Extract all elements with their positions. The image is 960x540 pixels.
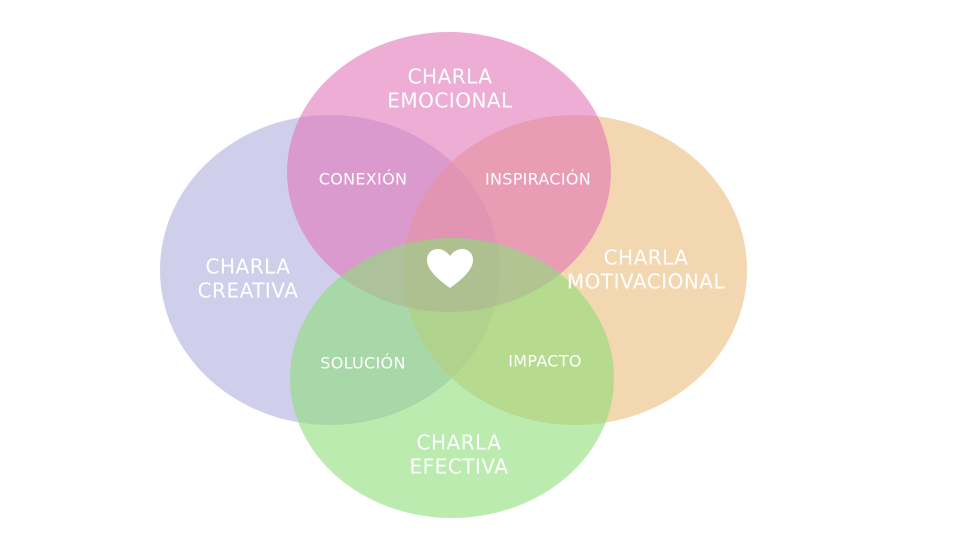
heart-icon <box>427 249 473 288</box>
label-charla-motivacional: CHARLA MOTIVACIONAL <box>566 245 726 293</box>
label-charla-creativa: CHARLA CREATIVA <box>197 254 299 302</box>
label-impacto: IMPACTO <box>508 351 582 371</box>
label-charla-emocional: CHARLA EMOCIONAL <box>387 64 513 112</box>
label-inspiracion: INSPIRACIÓN <box>484 169 592 189</box>
circle-emocional <box>287 32 611 312</box>
circle-efectiva <box>290 238 614 518</box>
label-conexion: CONEXIÓN <box>318 169 408 189</box>
label-solucion: SOLUCIÓN <box>320 353 406 373</box>
label-charla-efectiva: CHARLA EFECTIVA <box>409 430 509 478</box>
